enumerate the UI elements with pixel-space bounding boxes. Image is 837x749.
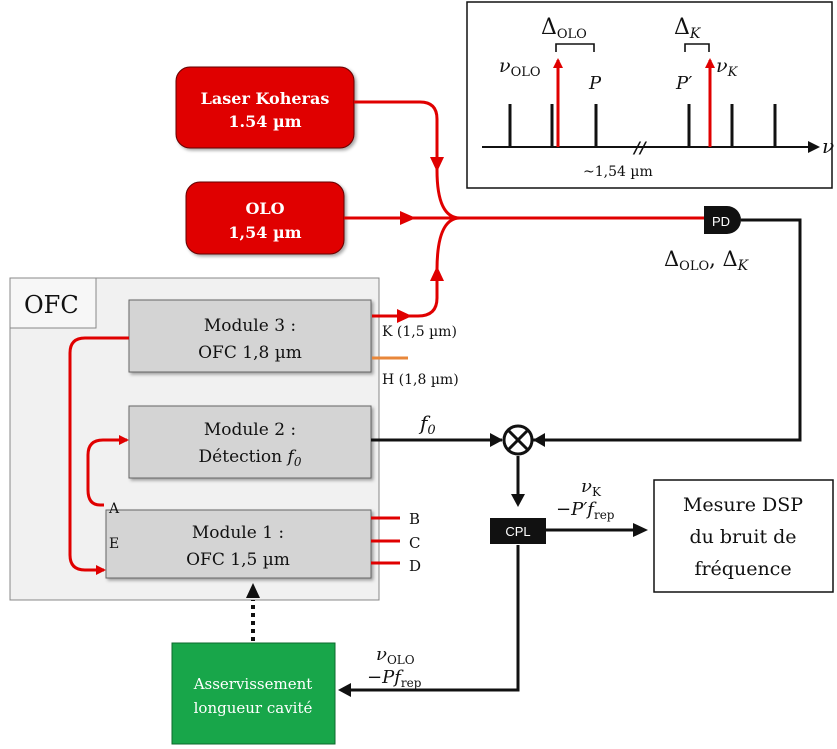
laser-olo-line2: 1,54 µm — [228, 223, 301, 242]
delta-k-bracket — [684, 43, 710, 52]
module-2[interactable]: Module 2 : Détection f0 — [128, 405, 372, 479]
measure-box[interactable]: Mesure DSP du bruit de fréquence — [653, 479, 834, 593]
module-3[interactable]: Module 3 : OFC 1,8 µm — [128, 299, 372, 373]
axis-break-mark: // — [632, 138, 648, 157]
signal-lower-nu: νOLO — [376, 644, 415, 667]
port-E-label: E — [109, 536, 119, 552]
laser-koheras-line1: Laser Koheras — [201, 89, 330, 108]
Pprime-label: P′ — [675, 73, 692, 94]
fiber-combiner — [344, 100, 712, 318]
nu-k-label: νK — [716, 55, 739, 80]
module-2-line2: Détection f0 — [199, 447, 302, 469]
laser-koheras-line2: 1.54 µm — [228, 112, 301, 131]
photodiode[interactable]: PD — [704, 206, 741, 234]
signal-upper-nu: νK — [581, 476, 602, 499]
servo-line1: Asservissement — [193, 675, 313, 693]
signal-arrows — [338, 433, 648, 697]
port-C-label: C — [409, 534, 420, 552]
delta-olo-bracket — [555, 43, 595, 52]
delta-olo-label: ΔOLO — [541, 15, 587, 42]
servo-box[interactable]: Asservissement longueur cavité — [171, 642, 336, 745]
measure-line3: fréquence — [694, 558, 791, 580]
mixer[interactable] — [502, 424, 534, 456]
coupler[interactable]: CPL — [490, 518, 546, 544]
measure-line2: du bruit de — [689, 526, 796, 548]
spectrum-axis-label: ν — [822, 134, 834, 158]
module-1[interactable]: Module 1 : OFC 1,5 µm — [105, 509, 372, 579]
output-H-label: H (1,8 µm) — [382, 372, 459, 388]
signal-upper-minus: −P′frep — [556, 499, 615, 522]
coupler-label: CPL — [505, 524, 530, 539]
module-3-line2: OFC 1,8 µm — [198, 343, 302, 363]
signal-paths — [351, 218, 802, 692]
nu-olo-label: νOLO — [499, 55, 541, 80]
module-3-line1: Module 3 : — [204, 316, 296, 336]
delta-k-label: ΔK — [674, 15, 702, 42]
port-B-label: B — [409, 510, 420, 528]
port-A-label: A — [108, 501, 120, 517]
f0-label: f0 — [418, 411, 436, 438]
fiber-arrows — [397, 157, 444, 323]
measure-line1: Mesure DSP — [683, 494, 803, 516]
spectrum-wavelength-label: ~1,54 µm — [583, 164, 653, 180]
spectrum-inset: ν // ~1,54 µm νOLO νK P P′ ΔOLO ΔK — [466, 1, 834, 189]
P-label: P — [588, 73, 602, 94]
module-2-line1: Module 2 : — [204, 420, 296, 440]
laser-koheras-box[interactable]: Laser Koheras 1.54 µm — [175, 66, 355, 149]
ofc-red-connections — [68, 336, 400, 575]
servo-line2: longueur cavité — [194, 699, 313, 717]
output-K-label: K (1,5 µm) — [382, 324, 457, 340]
feedback-arrowhead — [246, 583, 260, 598]
pd-output-label: ΔOLO, ΔK — [664, 247, 750, 274]
laser-olo-line1: OLO — [245, 199, 284, 218]
module-1-line1: Module 1 : — [192, 523, 284, 543]
signal-lower-minus: −Pfrep — [367, 667, 422, 690]
module-1-line2: OFC 1,5 µm — [186, 550, 290, 570]
ofc-title: OFC — [24, 291, 79, 319]
port-D-label: D — [409, 557, 421, 575]
laser-olo-box[interactable]: OLO 1,54 µm — [185, 181, 345, 255]
photodiode-label: PD — [712, 214, 730, 229]
